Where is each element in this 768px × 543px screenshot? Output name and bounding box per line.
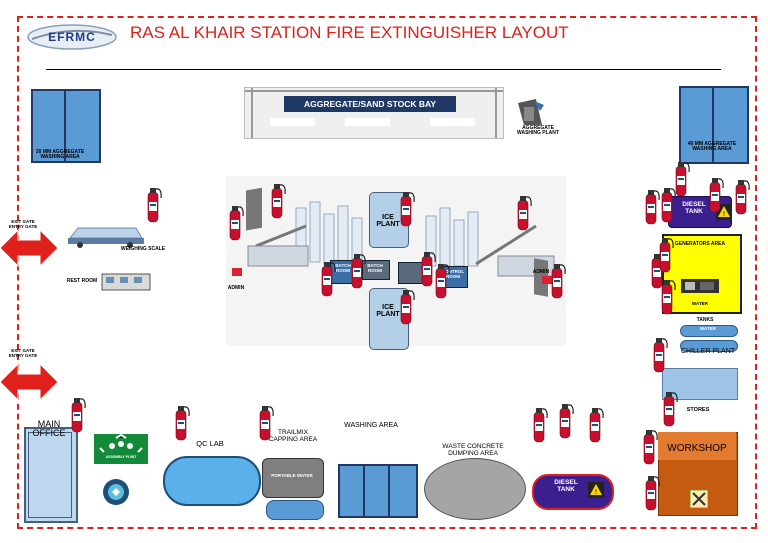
fire-extinguisher-icon [68,396,86,436]
washing-area-40mm-label: 40 MM AGGREGATE WASHING AREA [687,141,737,153]
fire-extinguisher-icon [672,160,690,200]
main-office-inner [28,432,72,518]
fire-extinguisher-icon [144,186,162,226]
fire-extinguisher-icon [556,402,574,442]
main-office-building [24,427,78,523]
washing-area-20mm [31,89,101,163]
fire-extinguisher-icon [397,190,415,230]
stock-bay [244,87,504,139]
fire-extinguisher-icon [348,252,366,292]
tools-icon [690,490,708,508]
assembly-point-icon [94,434,148,464]
fire-extinguisher-icon [530,406,548,446]
washing-plant-label: AGGREGATE WASHING PLANT [517,125,559,137]
chiller-tank [680,340,738,352]
admin-left-label: ADMIN [227,285,245,291]
qc-lab-building [163,456,261,506]
title-divider [46,69,721,70]
fire-extinguisher-icon [432,262,450,302]
site-boundary [17,16,757,529]
rest-room-label: REST ROOM [66,278,98,284]
exit-arrow-icon [0,363,58,401]
qc-lab-label: QC LAB [196,439,224,448]
batch-room-left-label: BATCH ROOM [335,263,351,273]
fire-extinguisher-icon [318,260,336,300]
fire-extinguisher-icon [732,178,750,218]
ice-plant-bottom-label: ICE PLANT [376,304,400,319]
main-office-label: MAIN OFFICE [32,419,66,439]
workshop-header [658,432,736,460]
washing-plant-icon [516,97,546,127]
fire-extinguisher-icon [226,204,244,244]
ice-plant-top-label: ICE PLANT [376,214,400,229]
exit-gate-top-label: EXIT GATE ENTRY GATE [8,219,38,229]
fire-extinguisher-icon [514,194,532,234]
assembly-point-label: ASSEMBLY POINT [105,455,137,459]
water-tank-label: WATER [700,326,716,331]
control-room-label: CONTROL ROOM [441,269,465,279]
fire-extinguisher-icon [706,176,724,216]
hazard-icon: ! [588,482,604,498]
fire-extinguisher-icon [660,390,678,430]
logo-text: EFRMC [48,30,96,44]
fire-extinguisher-icon [656,236,674,276]
stores-label: STORES [686,407,710,413]
batch-room-center [362,260,390,280]
page-title: RAS AL KHAIR STATION FIRE EXTINGUISHER L… [130,23,569,42]
portable-water-building [262,458,324,498]
trailmix-label: TRAILMIX CAPPING AREA [268,429,318,443]
exit-gate-bottom-label: EXIT GATE ENTRY GATE [8,348,38,358]
washing-area-label: WASHING AREA [344,422,398,429]
admin-right-label: ADMIN [532,269,550,275]
fire-extinguisher-icon [650,336,668,376]
fire-extinguisher-icon [256,404,274,444]
water-tank [680,325,738,337]
svg-text:!: ! [723,210,726,218]
diesel-tank-bottom [532,474,614,510]
portable-water-label: PORTABLE WATER [271,473,313,478]
stores-building [662,368,738,400]
washing-area-building [338,464,418,518]
washing-area-40mm [679,86,749,164]
fire-extinguisher-icon [548,262,566,302]
fire-extinguisher-icon [586,406,604,446]
fire-extinguisher-icon [172,404,190,444]
waste-concrete-area [424,458,526,520]
fire-extinguisher-icon [397,288,415,328]
svg-text:!: ! [595,488,598,496]
workshop-label: WORKSHOP [667,443,727,454]
generator-unit [680,278,720,294]
fire-extinguisher-icon [658,278,676,318]
water-label: WATER [692,301,708,306]
portable-water-tank [266,500,324,520]
rest-room-building [100,270,152,292]
exit-arrow-icon [0,229,58,267]
batch-room-center-label: BATCH ROOM [367,263,383,273]
diesel-tank-top-label: DIESEL TANK [682,201,706,215]
chiller-plant-label: CHILLER PLANT [680,348,736,355]
fire-extinguisher-icon [268,182,286,222]
tanks-label: TANKS [696,317,714,323]
waste-concrete-label: WASTE CONCRETE DUMPING AREA [442,443,504,457]
generators-area [662,234,742,314]
washing-area-20mm-label: 20 MM AGGREGATE WASHING AREA [35,149,85,161]
efrmc-logo: EFRMC [26,23,118,51]
fire-extinguisher-icon [642,474,660,514]
fire-extinguisher-icon [640,428,658,468]
stock-bay-label: AGGREGATE/SAND STOCK BAY [284,96,456,112]
weighing-scale-truck [66,224,146,248]
weighing-scale-label: WEIGHING SCALE [120,246,166,252]
diesel-tank-bottom-label: DIESEL TANK [554,479,578,493]
generators-label: GENERATORS AREA [674,241,726,247]
first-aid-icon [102,478,130,506]
